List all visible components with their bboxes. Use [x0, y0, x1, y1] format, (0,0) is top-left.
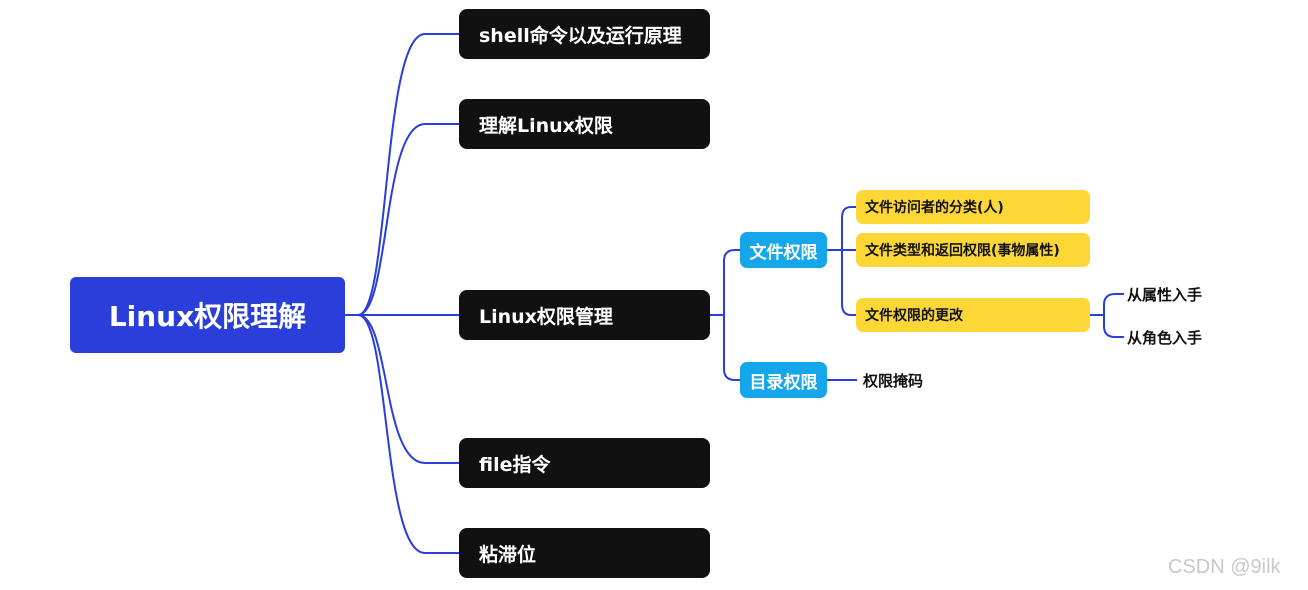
branch-understanding-permissions[interactable]: 理解Linux权限: [459, 99, 710, 149]
branch-sticky-bit[interactable]: 粘滞位: [459, 528, 710, 578]
connector-root-to-file-command: [345, 314, 459, 464]
topic-from-attributes[interactable]: 从属性入手: [1127, 284, 1202, 304]
connector-file-permissions-to-visitor-classes: [827, 206, 856, 251]
topic-label: 权限掩码: [863, 371, 924, 390]
subnode-label: 目录权限: [749, 372, 818, 393]
topic-label: 从角色入手: [1127, 328, 1203, 347]
branch-label: 粘滞位: [479, 543, 537, 566]
branch-label: 理解Linux权限: [479, 114, 613, 137]
leaf-label: 文件权限的更改: [865, 308, 963, 324]
leaf-label: 文件访问者的分类(人): [865, 200, 1004, 216]
leaf-file-visitor-classes[interactable]: 文件访问者的分类(人): [856, 190, 1090, 224]
connector-management-to-directory-permissions: [723, 315, 740, 381]
connector-root-to-understanding: [345, 123, 459, 316]
topic-label: 从属性入手: [1127, 285, 1203, 304]
leaf-label: 文件类型和返回权限(事物属性): [865, 243, 1060, 259]
connector-management-to-file-permissions: [710, 249, 740, 316]
subnode-label: 文件权限: [749, 242, 818, 263]
topic-from-roles[interactable]: 从角色入手: [1127, 327, 1202, 347]
branch-shell-commands[interactable]: shell命令以及运行原理: [459, 9, 710, 59]
connector-root-to-sticky-bit: [345, 314, 459, 554]
subnode-file-permissions[interactable]: 文件权限: [740, 232, 827, 268]
connector-permission-change-to-role: [1103, 315, 1124, 338]
branch-label: file指令: [479, 453, 551, 476]
leaf-file-types-and-permissions[interactable]: 文件类型和返回权限(事物属性): [856, 233, 1090, 267]
branch-label: Linux权限管理: [479, 305, 613, 328]
connector-root-to-shell: [345, 33, 459, 316]
connector-permission-change-to-attribute: [1090, 293, 1124, 316]
branch-file-command[interactable]: file指令: [459, 438, 710, 488]
subnode-directory-permissions[interactable]: 目录权限: [740, 362, 827, 398]
topic-permission-mask[interactable]: 权限掩码: [863, 370, 923, 390]
branch-label: shell命令以及运行原理: [479, 24, 682, 47]
branch-permission-management[interactable]: Linux权限管理: [459, 290, 710, 340]
root-node[interactable]: Linux权限理解: [70, 277, 345, 353]
watermark: CSDN @9ilk: [1168, 556, 1281, 578]
leaf-permission-change[interactable]: 文件权限的更改: [856, 298, 1090, 332]
root-node-label: Linux权限理解: [108, 300, 307, 333]
connector-file-permissions-to-permission-change: [841, 250, 856, 316]
